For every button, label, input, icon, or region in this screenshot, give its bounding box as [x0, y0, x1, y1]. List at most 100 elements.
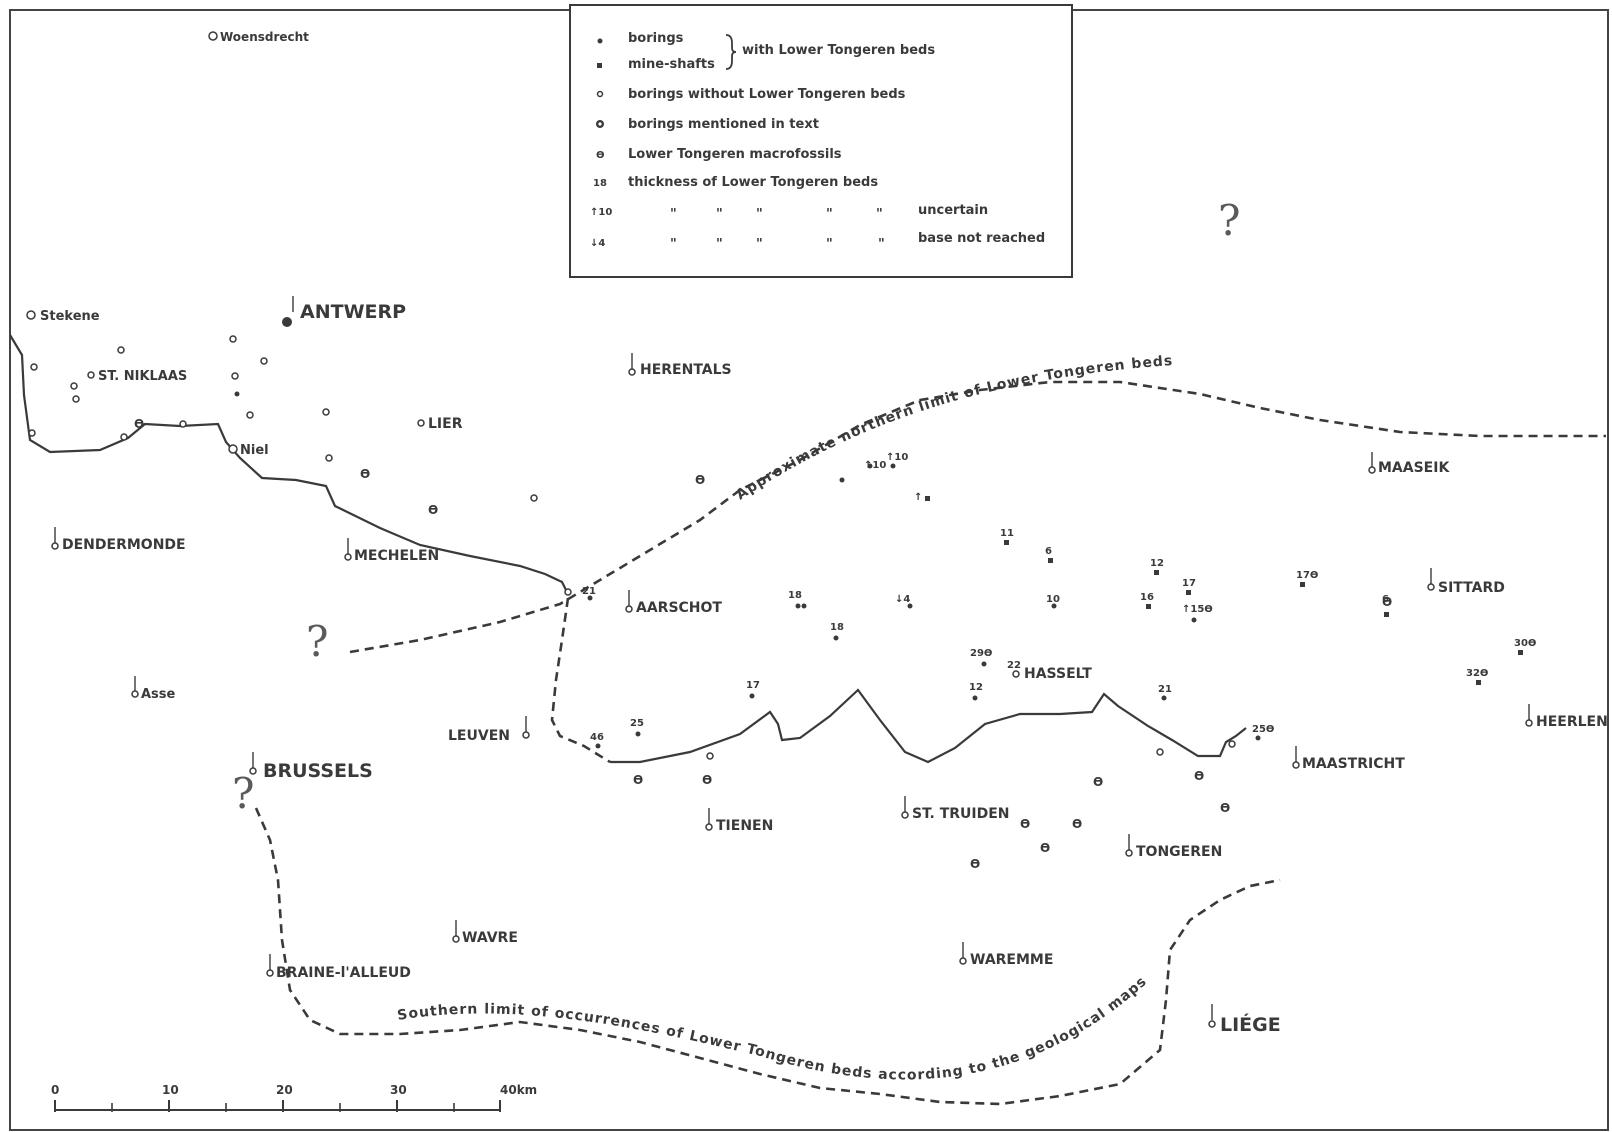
braine-symbol: [266, 969, 274, 977]
thickness-label: ↑15Ɵ: [1182, 604, 1213, 615]
boring-open: [530, 494, 538, 502]
place-mechelen: MECHELEN: [354, 548, 439, 564]
maastricht-symbol: [1292, 761, 1300, 769]
legend-no-beds-symbol: [596, 90, 604, 98]
place-herentals: HERENTALS: [640, 362, 732, 378]
boring-open: [564, 588, 572, 596]
place-dendermonde: DENDERMONDE: [62, 537, 186, 553]
place-leuven: LEUVEN: [448, 728, 510, 744]
place-heerlen: HEERLEN: [1536, 714, 1608, 730]
thickness-label: 29Ɵ: [970, 648, 992, 659]
legend: borings mine-shafts with Lower Tongeren …: [569, 4, 1073, 278]
boring-filled: [867, 463, 873, 469]
legend-brace: [725, 34, 737, 70]
southern-limit-label: Southern limit of occurrences of Lower T…: [396, 973, 1150, 1083]
antwerp-symbol: [282, 317, 292, 327]
boring-filled: [234, 391, 240, 397]
macrofossil-symbol: Ɵ: [360, 467, 370, 481]
macrofossil-symbol: Ɵ: [1194, 769, 1204, 783]
boring-open: [325, 454, 333, 462]
legend-boring-symbol: [597, 38, 603, 44]
boring-open: [1156, 748, 1164, 756]
legend-mentioned: borings mentioned in text: [628, 117, 819, 132]
waremme-symbol: [959, 957, 967, 965]
thickness-label: 21: [1158, 684, 1172, 695]
legend-uncertain: uncertain: [918, 203, 988, 218]
scale-tick-label: 10: [162, 1083, 179, 1097]
place-maaseik: MAASEIK: [1378, 460, 1450, 476]
thickness-label: 22: [1007, 660, 1021, 671]
boring-filled: [981, 661, 987, 667]
mine-shaft: [1476, 680, 1481, 685]
legend-borings: borings: [628, 31, 684, 46]
macrofossil-symbol: Ɵ: [1040, 841, 1050, 855]
thickness-label: 12: [969, 682, 983, 693]
scale-tick-label: 40km: [500, 1083, 537, 1097]
thickness-label: 16: [1140, 592, 1154, 603]
question-mark-north-east: ?: [1218, 196, 1241, 245]
boring-filled: [833, 635, 839, 641]
macrofossil-symbol: Ɵ: [1093, 775, 1103, 789]
thickness-label: 6: [1045, 546, 1052, 557]
place-waremme: WAREMME: [970, 952, 1053, 968]
thickness-label: 17: [1182, 578, 1196, 589]
northern-limit-line: [349, 380, 1606, 654]
brussels-symbol: [249, 767, 257, 775]
legend-macrofossils: Lower Tongeren macrofossils: [628, 147, 842, 162]
macrofossil-symbol: Ɵ: [702, 773, 712, 787]
hasselt-symbol: [1012, 670, 1020, 678]
legend-base: base not reached: [918, 231, 1045, 246]
tienen-symbol: [705, 823, 713, 831]
boring-open: [260, 357, 268, 365]
macrofossil-symbol: Ɵ: [1220, 801, 1230, 815]
thickness-label: 6: [1382, 594, 1389, 605]
legend-uncertain-number: ↑10: [590, 207, 612, 218]
boring-open: [30, 363, 38, 371]
boring-filled: [587, 595, 593, 601]
mine-shaft: [1300, 582, 1305, 587]
place-maastricht: MAASTRICHT: [1302, 756, 1405, 772]
st-niklaas-symbol: [87, 371, 95, 379]
legend-thickness-number: 18: [593, 178, 607, 189]
boring-open: [246, 411, 254, 419]
thickness-label: ↑10: [864, 460, 886, 471]
legend-mine-shafts: mine-shafts: [628, 57, 715, 72]
place-hasselt: HASSELT: [1024, 666, 1092, 682]
thickness-label: 32Ɵ: [1466, 668, 1488, 679]
macrofossil-symbol: Ɵ: [1072, 817, 1082, 831]
thickness-label: 30Ɵ: [1514, 638, 1536, 649]
macrofossils: Ɵ Ɵ Ɵ Ɵ Ɵ Ɵ Ɵ Ɵ Ɵ Ɵ Ɵ Ɵ Ɵ Ɵ: [134, 417, 1392, 871]
boring-open: [72, 395, 80, 403]
mine-shafts: [925, 496, 1523, 685]
tongeren-symbol: [1125, 849, 1133, 857]
place-aarschot: AARSCHOT: [636, 600, 722, 616]
scale-tick-label: 30: [390, 1083, 407, 1097]
thickness-label: 25: [630, 718, 644, 729]
thickness-label: 18: [830, 622, 844, 633]
stekene-symbol: [26, 310, 36, 320]
maaseik-symbol: [1368, 466, 1376, 474]
macrofossil-symbol: Ɵ: [1020, 817, 1030, 831]
wavre-symbol: [452, 935, 460, 943]
boring-filled: [595, 743, 601, 749]
mine-shaft: [1146, 604, 1151, 609]
scale-bar: 0 10 20 30 40km: [51, 1083, 537, 1112]
question-mark-brussels: ?: [232, 769, 255, 818]
boring-filled: [1051, 603, 1057, 609]
place-sittard: SITTARD: [1438, 580, 1505, 596]
st-truiden-symbol: [901, 811, 909, 819]
boring-filled: [801, 603, 807, 609]
place-st-niklaas: ST. NIKLAAS: [98, 369, 187, 384]
herentals-symbol: [628, 368, 636, 376]
sittard-symbol: [1427, 583, 1435, 591]
place-asse: Asse: [141, 687, 176, 702]
legend-base-number: ↓4: [590, 238, 605, 249]
borings-without-beds: [28, 335, 1236, 760]
mechelen-symbol: [344, 553, 352, 561]
asse-symbol: [131, 690, 139, 698]
leuven-symbol: [522, 731, 530, 739]
legend-mine-shaft-symbol: [597, 63, 602, 68]
liege-symbol: [1208, 1020, 1216, 1028]
place-woensdrecht: Woensdrecht: [220, 30, 309, 44]
thickness-label: ↑10: [886, 452, 908, 463]
